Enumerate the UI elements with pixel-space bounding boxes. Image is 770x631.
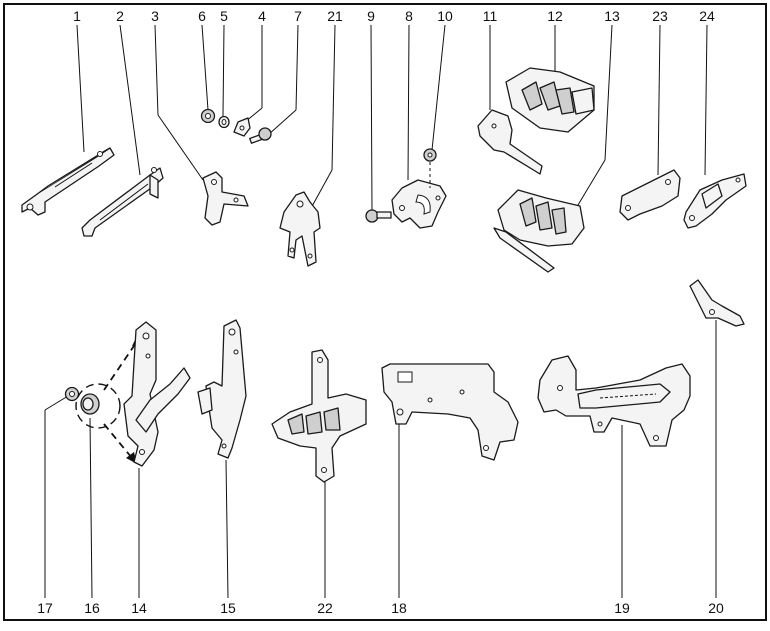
part-7-bolt [249,127,272,144]
part-9-bolt [365,209,392,223]
part-8-slotted-bracket [391,179,447,229]
part-16-bushing [75,383,121,429]
part-24-plate-bracket [683,173,747,229]
part-10-nut [423,148,437,188]
label-6: 6 [198,8,206,24]
label-20: 20 [708,600,724,616]
part-6-nut [200,108,216,124]
callout-labels-top: 1 2 3 6 5 4 7 21 9 8 10 11 12 13 23 24 [73,8,715,24]
part-1-rail-bracket [21,147,115,216]
label-11: 11 [483,8,498,24]
part-22-grid-bracket [271,349,367,483]
label-23: 23 [652,8,668,24]
leader-lines-bottom [44,320,717,599]
label-17: 17 [37,600,53,616]
part-18-wide-bracket [381,363,519,461]
label-24: 24 [699,8,715,24]
label-21: 21 [327,8,343,24]
part-20-angle-bracket [689,279,745,327]
label-9: 9 [367,8,375,24]
label-16: 16 [84,600,100,616]
label-19: 19 [614,600,630,616]
label-5: 5 [220,8,228,24]
label-13: 13 [604,8,620,24]
part-19-cross-bracket [537,355,691,447]
label-22: 22 [317,600,333,616]
label-7: 7 [294,8,302,24]
part-12-housing [505,67,595,133]
label-3: 3 [151,8,159,24]
part-14-arm-bracket [123,321,191,467]
part-23-plate-bracket [619,169,681,221]
label-15: 15 [220,600,236,616]
label-14: 14 [131,600,147,616]
part-15-tall-bracket [197,319,247,459]
part-2-rail-bracket [81,167,164,237]
label-1: 1 [73,8,81,24]
label-18: 18 [391,600,407,616]
part-5-washer [218,115,230,129]
label-12: 12 [547,8,563,24]
diagram-border [3,3,767,621]
part-4-plate [233,117,251,137]
part-17-nut [64,386,80,402]
leader-lines-top [76,24,708,211]
callout-labels-bottom: 17 16 14 15 22 18 19 20 [37,600,724,616]
part-3-small-bracket [202,171,249,226]
part-11-strap [477,109,543,175]
label-10: 10 [437,8,453,24]
label-4: 4 [258,8,266,24]
label-2: 2 [116,8,124,24]
part-13-housing [493,189,585,273]
label-8: 8 [405,8,413,24]
part-21-bracket [279,191,321,267]
